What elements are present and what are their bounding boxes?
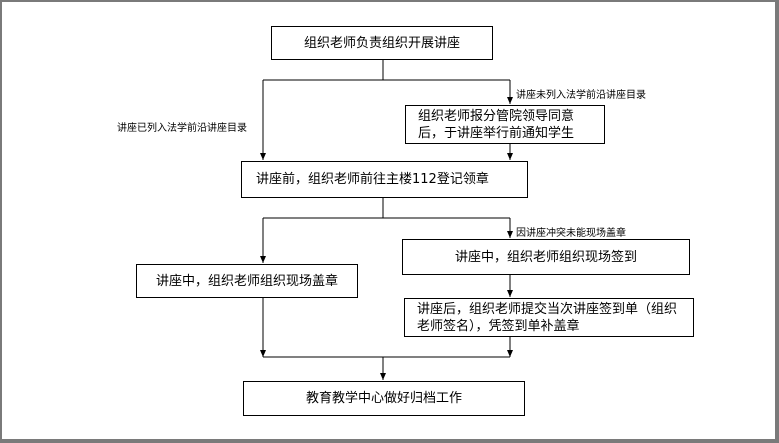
node-submit: 讲座后，组织老师提交当次讲座签到单（组织老师签名），凭签到单补盖章 — [404, 298, 694, 337]
node-start: 组织老师负责组织开展讲座 — [271, 26, 493, 60]
node-signin: 讲座中，组织老师组织现场签到 — [402, 239, 690, 275]
edge-label-conflict: 因讲座冲突未能现场盖章 — [516, 228, 626, 239]
edge-label-not-listed: 讲座未列入法学前沿讲座目录 — [516, 90, 646, 101]
node-stamp-label: 讲座中，组织老师组织现场盖章 — [155, 273, 338, 289]
node-start-label: 组织老师负责组织开展讲座 — [303, 35, 460, 51]
node-archive-label: 教育教学中心做好归档工作 — [305, 391, 462, 406]
node-report: 组织老师报分管院领导同意后，于讲座举行前通知学生 — [405, 105, 605, 144]
node-register: 讲座前，组织老师前往主楼112登记领章 — [241, 161, 528, 198]
node-register-label: 讲座前，组织老师前往主楼112登记领章 — [256, 172, 489, 187]
node-stamp: 讲座中，组织老师组织现场盖章 — [136, 264, 358, 298]
node-submit-label: 讲座后，组织老师提交当次讲座签到单（组织老师签名），凭签到单补盖章 — [417, 301, 678, 334]
node-signin-label: 讲座中，组织老师组织现场签到 — [454, 249, 637, 265]
node-archive: 教育教学中心做好归档工作 — [243, 381, 525, 416]
node-report-label: 组织老师报分管院领导同意后，于讲座举行前通知学生 — [418, 108, 575, 141]
edge-label-listed: 讲座已列入法学前沿讲座目录 — [117, 123, 247, 134]
